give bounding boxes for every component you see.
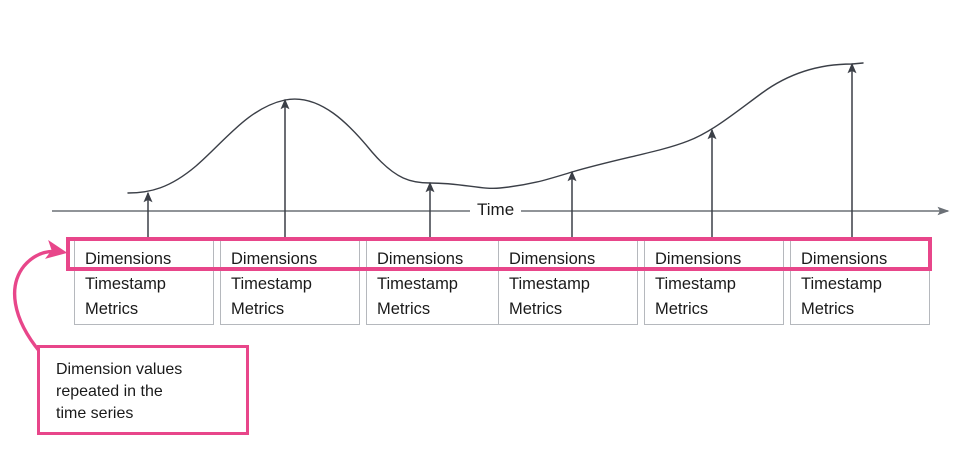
record-box-4[interactable]: Dimensions Timestamp Metrics	[498, 240, 638, 325]
record-field-timestamp: Timestamp	[85, 275, 166, 293]
callout-line-2: repeated in the	[56, 383, 163, 400]
record-field-timestamp: Timestamp	[509, 275, 590, 293]
record-field-metrics: Metrics	[377, 300, 431, 318]
dimension-values-callout: Dimension values repeated in the time se…	[37, 345, 249, 435]
record-box-5[interactable]: Dimensions Timestamp Metrics	[644, 240, 784, 325]
record-field-timestamp: Timestamp	[801, 275, 882, 293]
record-field-metrics: Metrics	[231, 300, 285, 318]
record-field-dimensions: Dimensions	[655, 250, 742, 268]
record-box-2[interactable]: Dimensions Timestamp Metrics	[220, 240, 360, 325]
record-field-dimensions: Dimensions	[377, 250, 464, 268]
record-box-6[interactable]: Dimensions Timestamp Metrics	[790, 240, 930, 325]
time-axis-label: Time	[470, 201, 522, 218]
timeseries-curve	[127, 62, 864, 194]
record-field-metrics: Metrics	[655, 300, 709, 318]
record-field-dimensions: Dimensions	[231, 250, 318, 268]
record-field-timestamp: Timestamp	[231, 275, 312, 293]
callout-line-1: Dimension values	[56, 361, 183, 378]
record-box-1[interactable]: Dimensions Timestamp Metrics	[74, 240, 214, 325]
callout-line-3: time series	[56, 405, 134, 422]
record-field-dimensions: Dimensions	[85, 250, 172, 268]
callout-connector	[12, 240, 68, 354]
record-field-timestamp: Timestamp	[655, 275, 736, 293]
record-field-dimensions: Dimensions	[509, 250, 596, 268]
record-field-metrics: Metrics	[85, 300, 139, 318]
record-field-dimensions: Dimensions	[801, 250, 888, 268]
record-field-metrics: Metrics	[509, 300, 563, 318]
record-field-timestamp: Timestamp	[377, 275, 458, 293]
record-field-metrics: Metrics	[801, 300, 855, 318]
record-box-3[interactable]: Dimensions Timestamp Metrics	[366, 240, 506, 325]
record-to-curve-arrows	[143, 62, 857, 240]
